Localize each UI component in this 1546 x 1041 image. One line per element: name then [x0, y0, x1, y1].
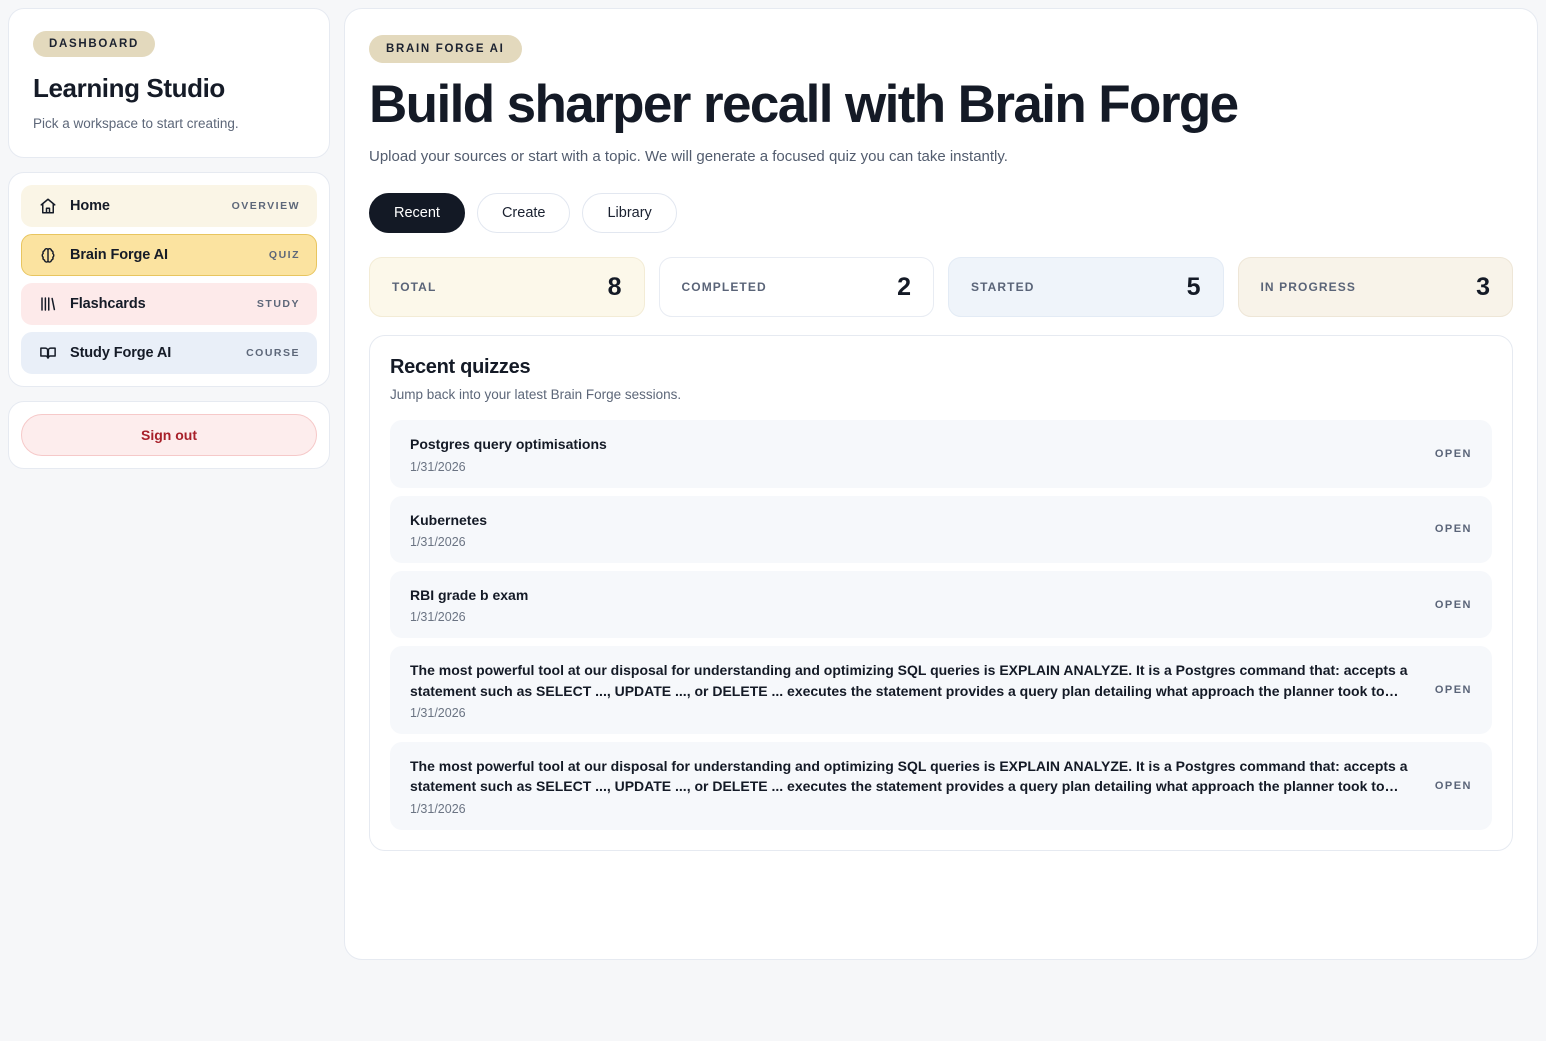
- stat-card-total: TOTAL 8: [369, 257, 645, 318]
- book-icon: [38, 344, 57, 363]
- quiz-item-date: 1/31/2026: [410, 610, 466, 625]
- panel-subtitle: Jump back into your latest Brain Forge s…: [390, 387, 682, 403]
- quiz-list-item[interactable]: Postgres query optimisations 1/31/2026 O…: [390, 420, 1492, 488]
- stat-value-in-progress: 3: [1476, 272, 1490, 301]
- workspace-subtitle: Pick a workspace to start creating.: [33, 116, 239, 131]
- quiz-item-content: Postgres query optimisations 1/31/2026: [410, 434, 1419, 473]
- quiz-item-title: Kubernetes: [410, 511, 488, 528]
- sign-out-button[interactable]: Sign out: [21, 414, 317, 456]
- quiz-list: Postgres query optimisations 1/31/2026 O…: [390, 420, 1492, 830]
- sidebar-item-study-forge-ai-tag: COURSE: [246, 347, 300, 359]
- home-icon: [38, 197, 57, 216]
- cards-icon: [38, 295, 57, 314]
- main-panel: BRAIN FORGE AI Build sharper recall with…: [344, 8, 1538, 960]
- stat-label-started: STARTED: [971, 280, 1035, 295]
- brain-icon: [38, 246, 57, 265]
- sidebar-item-flashcards[interactable]: Flashcards STUDY: [21, 283, 317, 325]
- sidebar-item-flashcards-tag: STUDY: [256, 298, 300, 310]
- quiz-item-title: The most powerful tool at our disposal f…: [410, 757, 1408, 795]
- sidebar-item-home-tag: OVERVIEW: [231, 200, 300, 212]
- sidebar-item-brain-forge-ai-tag: QUIZ: [268, 249, 300, 261]
- tab-library[interactable]: Library: [582, 193, 677, 234]
- quiz-item-date: 1/31/2026: [410, 705, 466, 720]
- panel-title: Recent quizzes: [390, 356, 531, 379]
- tab-recent[interactable]: Recent: [369, 193, 465, 234]
- sidebar-item-brain-forge-ai-label: Brain Forge AI: [70, 247, 168, 263]
- quiz-item-content: The most powerful tool at our disposal f…: [410, 660, 1419, 720]
- quiz-list-item[interactable]: RBI grade b exam 1/31/2026 OPEN: [390, 571, 1492, 639]
- stat-label-total: TOTAL: [392, 280, 437, 295]
- quiz-item-date: 1/31/2026: [410, 801, 466, 816]
- stat-card-started: STARTED 5: [948, 257, 1224, 318]
- sidebar-nav: Home OVERVIEW Brain Forge AI QUIZ Flashc…: [8, 172, 330, 387]
- dashboard-badge: DASHBOARD: [33, 31, 156, 57]
- quiz-list-item[interactable]: Kubernetes 1/31/2026 OPEN: [390, 495, 1492, 564]
- tab-bar: Recent Create Library: [369, 193, 1513, 234]
- quiz-list-item[interactable]: The most powerful tool at our disposal f…: [390, 646, 1492, 734]
- stats-row: TOTAL 8 COMPLETED 2 STARTED 5 IN PROGRES…: [369, 257, 1513, 318]
- quiz-item-content: RBI grade b exam 1/31/2026: [410, 585, 1419, 624]
- sidebar: DASHBOARD Learning Studio Pick a workspa…: [8, 8, 330, 1033]
- quiz-open-link[interactable]: OPEN: [1434, 523, 1472, 536]
- quiz-item-content: Kubernetes 1/31/2026: [410, 510, 1419, 549]
- stat-value-started: 5: [1186, 272, 1201, 301]
- stat-card-in-progress: IN PROGRESS 3: [1237, 257, 1513, 318]
- stat-value-completed: 2: [897, 272, 911, 301]
- tab-create[interactable]: Create: [476, 193, 571, 234]
- sidebar-item-brain-forge-ai[interactable]: Brain Forge AI QUIZ: [21, 234, 317, 276]
- stat-label-in-progress: IN PROGRESS: [1260, 280, 1356, 295]
- sidebar-item-study-forge-ai-label: Study Forge AI: [70, 345, 172, 361]
- recent-quizzes-panel: Recent quizzes Jump back into your lates…: [369, 335, 1513, 851]
- quiz-open-link[interactable]: OPEN: [1434, 598, 1472, 611]
- quiz-item-date: 1/31/2026: [410, 535, 466, 550]
- quiz-open-link[interactable]: OPEN: [1434, 684, 1472, 697]
- hero-badge: BRAIN FORGE AI: [369, 35, 522, 63]
- quiz-item-title: The most powerful tool at our disposal f…: [410, 662, 1408, 699]
- workspace-title: Learning Studio: [33, 73, 225, 103]
- quiz-open-link[interactable]: OPEN: [1434, 448, 1472, 461]
- page-title: Build sharper recall with Brain Forge: [369, 75, 1239, 134]
- stat-card-completed: COMPLETED 2: [658, 257, 934, 318]
- quiz-list-item[interactable]: The most powerful tool at our disposal f…: [390, 741, 1492, 830]
- signout-card: Sign out: [8, 401, 330, 469]
- stat-value-total: 8: [607, 272, 622, 301]
- sidebar-item-home[interactable]: Home OVERVIEW: [21, 185, 317, 227]
- stat-label-completed: COMPLETED: [681, 280, 767, 295]
- sidebar-item-flashcards-label: Flashcards: [70, 296, 146, 312]
- quiz-item-title: RBI grade b exam: [410, 587, 529, 604]
- page-subtitle: Upload your sources or start with a topi…: [369, 147, 1008, 165]
- sidebar-item-home-label: Home: [70, 198, 110, 214]
- brand-card: DASHBOARD Learning Studio Pick a workspa…: [8, 8, 330, 158]
- quiz-open-link[interactable]: OPEN: [1434, 779, 1472, 792]
- quiz-item-date: 1/31/2026: [410, 459, 466, 474]
- quiz-item-title: Postgres query optimisations: [410, 436, 607, 453]
- quiz-item-content: The most powerful tool at our disposal f…: [410, 756, 1419, 816]
- sidebar-item-study-forge-ai[interactable]: Study Forge AI COURSE: [21, 332, 317, 374]
